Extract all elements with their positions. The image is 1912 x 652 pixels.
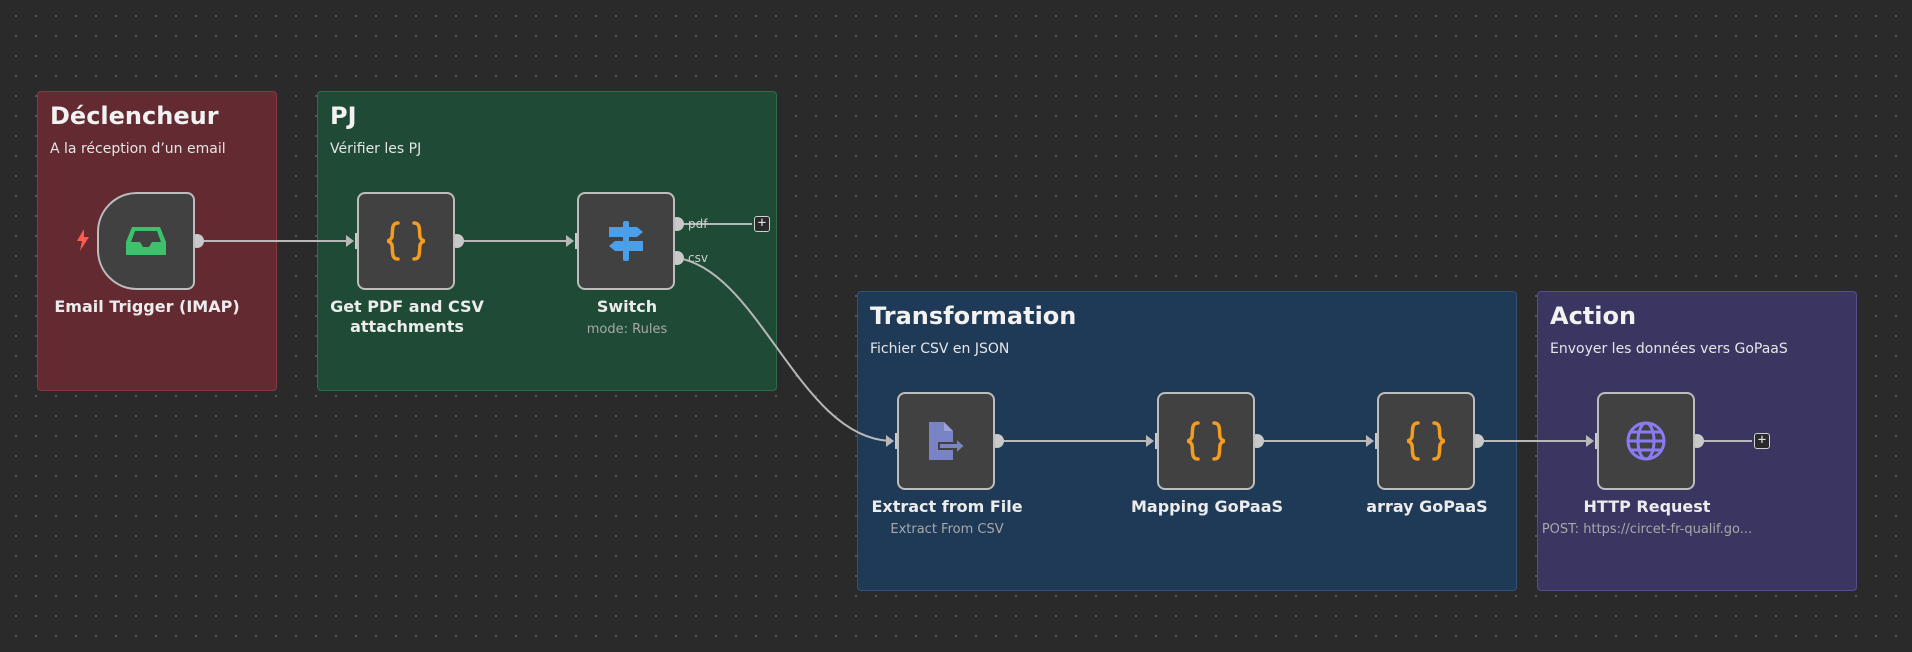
node-extract-from-file[interactable] xyxy=(897,392,995,490)
node-label-line2: attachments xyxy=(350,317,464,336)
node-label: Get PDF and CSV attachments xyxy=(307,297,507,337)
input-arrow xyxy=(566,235,574,247)
node-get-pdf-csv-attachments[interactable] xyxy=(357,192,455,290)
group-title: Déclencheur xyxy=(50,102,219,130)
node-mapping-gopaas[interactable] xyxy=(1157,392,1255,490)
add-node-button[interactable]: + xyxy=(754,216,770,232)
input-arrow xyxy=(1366,435,1374,447)
trigger-bolt-icon xyxy=(76,229,90,255)
node-subtitle: POST: https://circet-fr-qualif.go... xyxy=(1541,522,1753,537)
group-description: A la réception d’un email xyxy=(50,141,226,157)
node-http-request[interactable] xyxy=(1597,392,1695,490)
group-title: Transformation xyxy=(870,302,1077,330)
output-label-csv: csv xyxy=(688,251,708,265)
signpost-icon xyxy=(604,219,648,263)
file-export-icon xyxy=(924,419,968,463)
node-label: Extract from File xyxy=(871,497,1023,516)
group-title: Action xyxy=(1550,302,1637,330)
code-braces-icon xyxy=(1184,419,1228,463)
group-description: Fichier CSV en JSON xyxy=(870,341,1010,357)
globe-icon xyxy=(1624,419,1668,463)
node-subtitle: Extract From CSV xyxy=(890,522,1004,537)
node-label: HTTP Request xyxy=(1583,497,1711,516)
code-braces-icon xyxy=(1404,419,1448,463)
node-label-line1: Get PDF and CSV xyxy=(330,297,484,316)
input-arrow xyxy=(1586,435,1594,447)
code-braces-icon xyxy=(384,219,428,263)
node-label: array GoPaaS xyxy=(1366,497,1488,516)
add-node-button[interactable]: + xyxy=(1754,433,1770,449)
group-title: PJ xyxy=(330,102,357,130)
node-label: Switch xyxy=(596,297,658,316)
node-label: Email Trigger (IMAP) xyxy=(54,297,240,316)
inbox-icon xyxy=(125,225,167,257)
node-subtitle: mode: Rules xyxy=(586,322,668,337)
node-switch[interactable] xyxy=(577,192,675,290)
input-arrow xyxy=(346,235,354,247)
node-array-gopaas[interactable] xyxy=(1377,392,1475,490)
group-description: Envoyer les données vers GoPaaS xyxy=(1550,341,1788,357)
node-label: Mapping GoPaaS xyxy=(1130,497,1284,516)
input-arrow xyxy=(886,435,894,447)
connection-switch-csv-to-extract xyxy=(676,257,893,442)
node-email-trigger[interactable] xyxy=(97,192,195,290)
input-arrow xyxy=(1146,435,1154,447)
group-description: Vérifier les PJ xyxy=(330,141,422,157)
output-label-pdf: pdf xyxy=(688,217,708,231)
